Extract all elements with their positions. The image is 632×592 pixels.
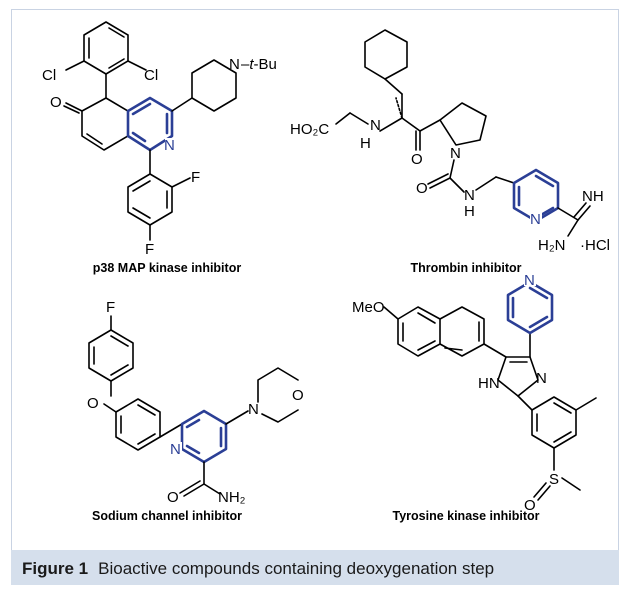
sodium-atom-o-ether: O [87, 395, 99, 412]
compound-p38: Cl Cl O N N –t-Bu F [42, 21, 277, 275]
sodium-atom-n-pyr: N [170, 441, 181, 458]
p38-atom-f-1: F [191, 169, 200, 186]
tyrosine-atom-o-s: O [524, 497, 536, 514]
compound-sodium: F O N N O O NH₂ So [87, 299, 304, 523]
tyrosine-imidazole-ring [497, 356, 539, 397]
sodium-atom-o-amide: O [167, 489, 179, 506]
thrombin-hcl: ·HCl [580, 237, 610, 254]
thrombin-atom-o-2: O [416, 180, 428, 197]
tyrosine-atom-n-imid: N [536, 370, 547, 387]
sodium-atom-f: F [106, 299, 115, 316]
tyrosine-aryl-ring [531, 396, 577, 449]
compound-thrombin: N H HO₂C O N O N H [290, 29, 610, 275]
caption-text: Bioactive compounds containing deoxygena… [98, 559, 495, 578]
sodium-atom-nh2: NH₂ [218, 489, 246, 506]
p38-atom-cl-right: Cl [144, 67, 158, 84]
thrombin-proline-ring [439, 102, 487, 146]
sodium-morpholine-ring [257, 367, 299, 423]
compound-tyrosine: MeO HN N N S [352, 272, 597, 523]
p38-atom-n-pip: N [229, 56, 240, 73]
thrombin-atom-n-2: N [464, 187, 475, 204]
p38-atom-cl-left: Cl [42, 67, 56, 84]
p38-atom-f-2: F [145, 241, 154, 258]
p38-piperidine-ring [191, 59, 237, 112]
p38-dichlorophenyl-ring [83, 21, 129, 75]
thrombin-atom-o-1: O [411, 151, 423, 168]
thrombin-cyclohexyl-ring [364, 29, 408, 80]
compound-name-tyrosine: Tyrosine kinase inhibitor [392, 509, 539, 523]
p38-pyridine-ring [126, 96, 174, 152]
sodium-pyridine-ring [180, 409, 228, 464]
thrombin-atom-h-1: H [360, 135, 371, 152]
tyrosine-atom-meo: MeO [352, 299, 385, 316]
thrombin-atom-n-pyr: N [530, 211, 541, 228]
p38-atom-n-ring: N [164, 137, 175, 154]
thrombin-atom-n-1: N [370, 117, 381, 134]
caption-bar [11, 550, 619, 585]
figure-caption: Figure 1 Bioactive compounds containing d… [22, 559, 494, 579]
compound-name-sodium: Sodium channel inhibitor [92, 509, 242, 523]
tyrosine-atom-s: S [549, 471, 559, 488]
tyrosine-naphthalene-ring-2 [439, 306, 485, 357]
sodium-atom-n-morph: N [248, 401, 259, 418]
tyrosine-atom-hn: HN [478, 375, 500, 392]
sodium-fluorophenyl-ring [88, 329, 134, 382]
thrombin-atom-nh-imine: NH [582, 188, 604, 205]
sodium-phenyl-ring [115, 398, 161, 451]
tyrosine-atom-n-pyr: N [524, 272, 535, 289]
thrombin-atom-ho2c: HO₂C [290, 121, 329, 138]
thrombin-atom-h-2: H [464, 203, 475, 220]
thrombin-atom-n-pro: N [450, 145, 461, 162]
sodium-atom-o-morph: O [292, 387, 304, 404]
tyrosine-pyridine-ring [506, 280, 554, 335]
p38-atom-o: O [50, 94, 62, 111]
caption-label: Figure 1 [22, 559, 89, 578]
p38-tbu-group: –t-Bu [241, 56, 277, 73]
thrombin-atom-h2n: H₂N [538, 237, 566, 254]
figure-frame [11, 9, 619, 585]
compound-name-thrombin: Thrombin inhibitor [410, 261, 521, 275]
compound-name-p38: p38 MAP kinase inhibitor [93, 261, 242, 275]
